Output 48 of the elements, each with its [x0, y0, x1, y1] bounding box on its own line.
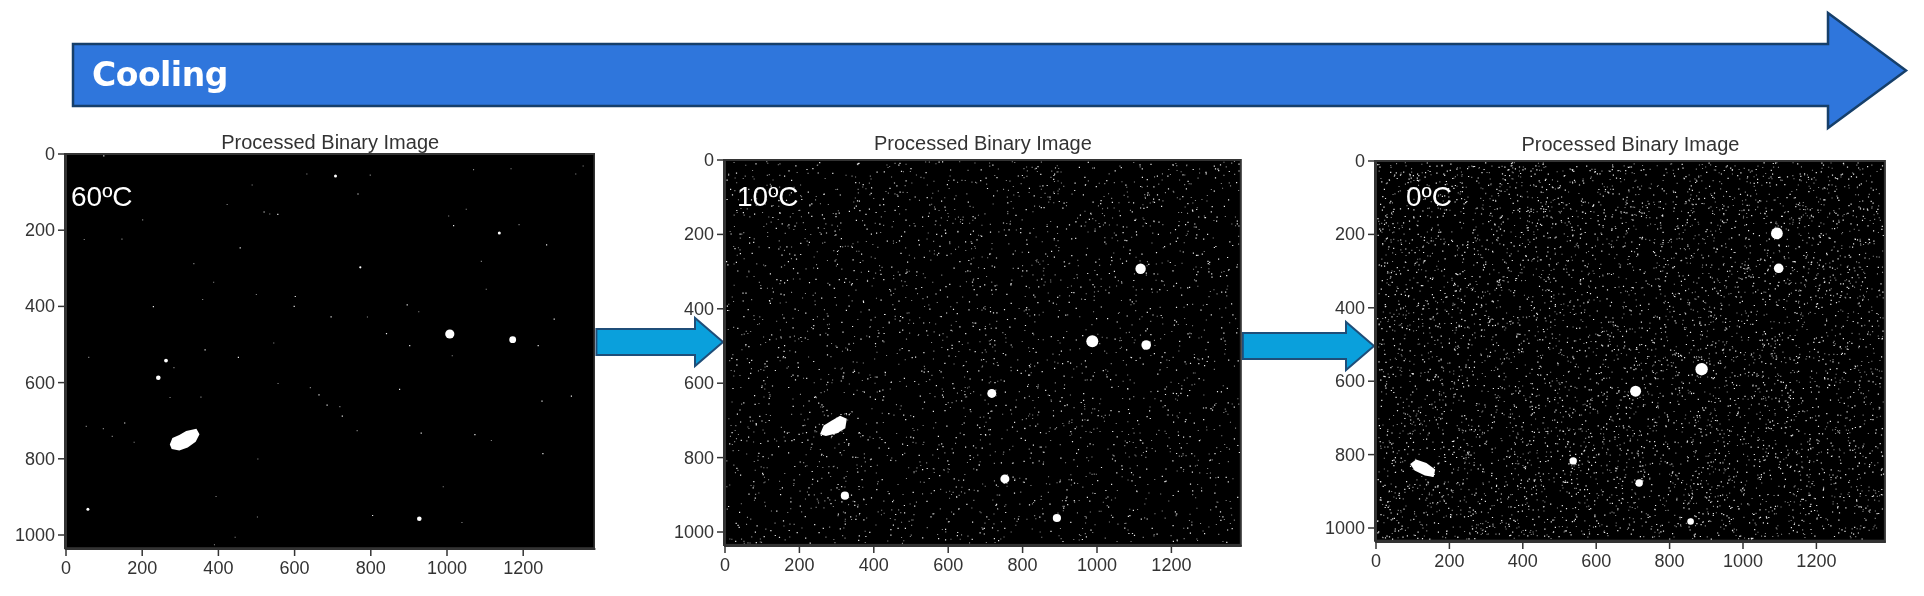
tick-label: 1000 [673, 522, 714, 542]
temperature-label: 60ºC [71, 181, 133, 213]
tick-label: 200 [683, 224, 714, 245]
tick-label: 1000 [1723, 550, 1763, 571]
temperature-label: 0ºC [1406, 181, 1453, 213]
arrow [1241, 319, 1376, 373]
tick-label: 400 [1334, 297, 1365, 318]
tick-label: 800 [1334, 444, 1365, 465]
tick-label: 200 [127, 558, 158, 579]
tick-label: 1200 [1796, 550, 1837, 571]
tick-label: 800 [1654, 550, 1685, 571]
tick-label: 600 [1581, 550, 1612, 571]
plot-title: Processed Binary Image [873, 133, 1092, 153]
tick-label: 0 [704, 150, 714, 170]
tick-label: 600 [24, 372, 55, 393]
tick-label: 200 [1434, 550, 1465, 571]
arrow-label: Cooling [92, 55, 228, 95]
tick-label: 600 [683, 373, 714, 394]
tick-label: 0 [720, 554, 730, 575]
tick-label: 200 [24, 220, 55, 241]
tick-label: 400 [858, 554, 889, 575]
tick-label: 1000 [427, 558, 467, 579]
plot-title: Processed Binary Image [221, 132, 440, 152]
tick-label: 1200 [503, 558, 544, 579]
tick-label: 1200 [1151, 554, 1192, 575]
tick-label: 1000 [14, 525, 55, 545]
tick-label: 0 [1371, 550, 1381, 571]
tick-label: 600 [1334, 371, 1365, 392]
temperature-label: 10ºC [737, 181, 799, 213]
tick-label: 600 [279, 558, 310, 579]
plot-title: Processed Binary Image [1521, 134, 1740, 154]
tick-label: 400 [24, 296, 55, 317]
tick-label: 400 [683, 298, 714, 319]
tick-label: 400 [203, 558, 234, 579]
tick-label: 0 [1355, 151, 1365, 171]
tick-label: 200 [784, 554, 815, 575]
tick-label: 1000 [1077, 554, 1117, 575]
tick-label: 800 [1007, 554, 1038, 575]
tick-label: 800 [683, 447, 714, 468]
tick-label: 400 [1507, 550, 1538, 571]
arrow [595, 315, 725, 369]
tick-label: 200 [1334, 224, 1365, 245]
tick-label: 1000 [1324, 518, 1365, 538]
tick-label: 800 [24, 448, 55, 469]
tick-label: 0 [45, 144, 55, 164]
tick-label: 800 [355, 558, 386, 579]
tick-label: 600 [933, 554, 964, 575]
tick-label: 0 [61, 558, 71, 579]
